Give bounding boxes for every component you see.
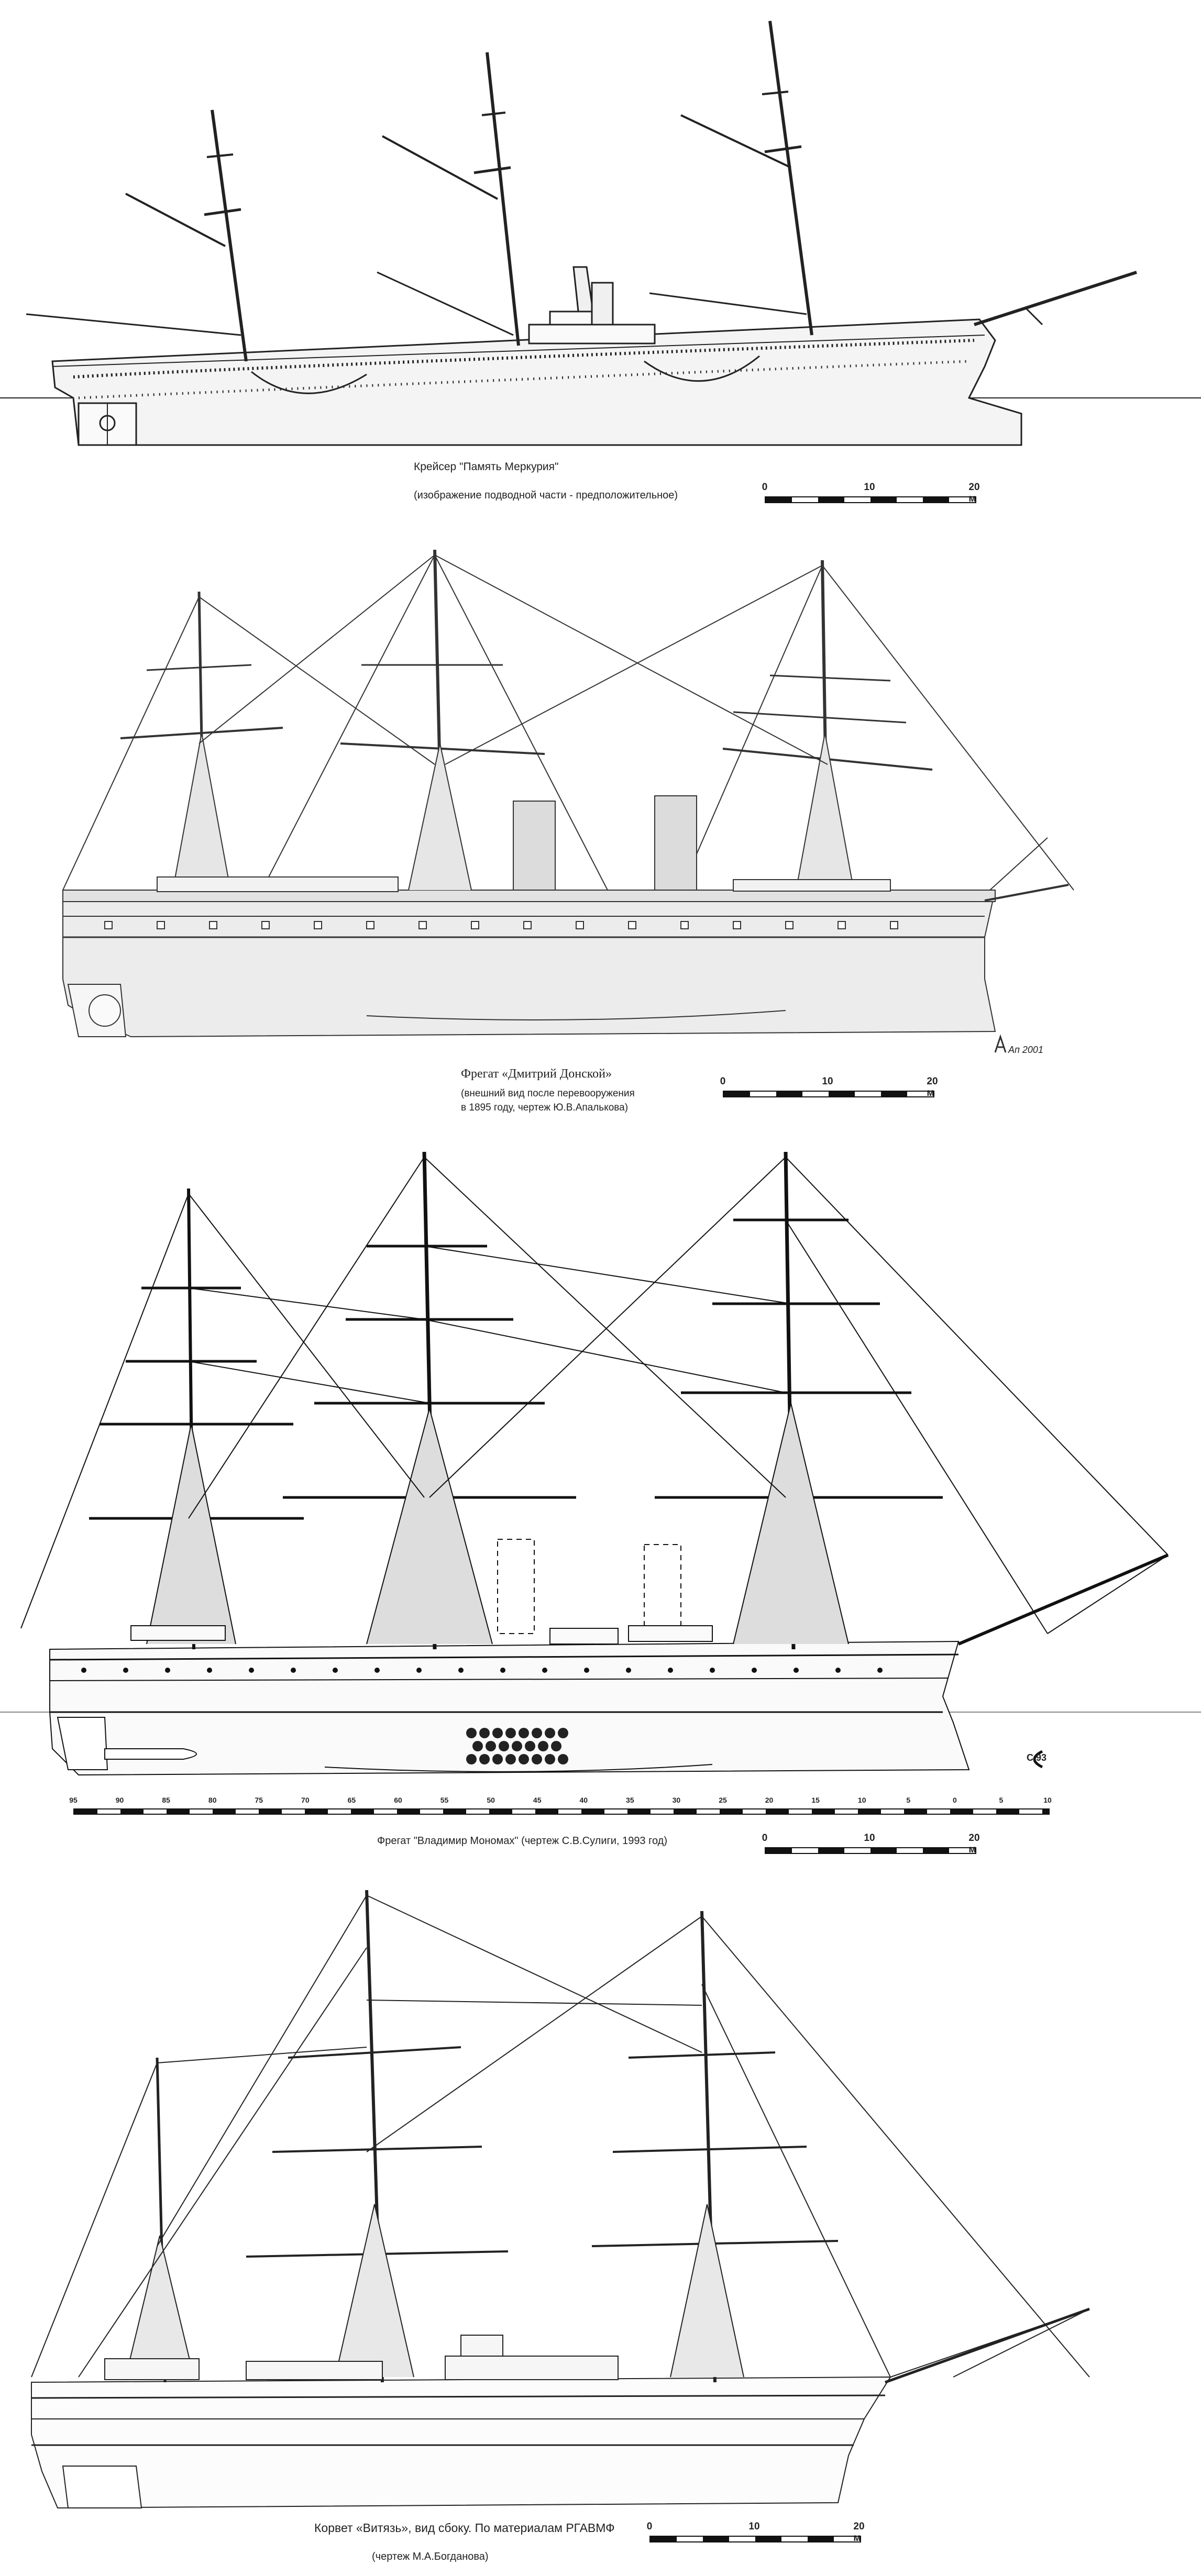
frame-ruler-tick: 55 — [440, 1796, 449, 1804]
plate-vityaz: Корвет «Витязь», вид сбоку. По материала… — [0, 1880, 1201, 2576]
frame-ruler-tick: 35 — [626, 1796, 634, 1804]
frame-ruler-tick: 90 — [115, 1796, 124, 1804]
frame-ruler-tick: 15 — [811, 1796, 820, 1804]
frame-ruler-tick: 5 — [906, 1796, 911, 1804]
frame-ruler-tick: 20 — [765, 1796, 774, 1804]
scale-label-0: 0 — [762, 1833, 768, 1844]
note-vityaz: (чертеж М.А.Богданова) — [372, 2551, 489, 2562]
scale-bar-pamyat-merkuriya: 0 10 20 м — [762, 482, 980, 508]
frame-ruler-tick: 95 — [69, 1796, 78, 1804]
ship-drawing-dmitriy-donskoy — [62, 549, 1074, 1053]
scale-label-0: 0 — [720, 1076, 726, 1087]
caption-vladimir-monomakh: Фрегат "Владимир Мономах" (чертеж С.В.Су… — [377, 1835, 667, 1847]
frame-ruler-tick: 50 — [487, 1796, 495, 1804]
frame-ruler-tick: 5 — [999, 1796, 1004, 1804]
scale-bar-segments — [723, 1091, 934, 1097]
frame-ruler-tick: 30 — [672, 1796, 681, 1804]
plate-dmitriy-donskoy: Ап 2001 Фрегат «Дмитрий Донской» (внешни… — [0, 524, 1201, 1131]
scale-bar-vladimir-monomakh: 0 10 20 м — [762, 1833, 980, 1859]
scale-label-20: 20 м — [968, 482, 980, 504]
scale-bar-segments — [765, 496, 976, 503]
scale-label-10: 10 — [864, 1833, 875, 1844]
note-pamyat-merkuriya: (изображение подводной части - предполож… — [414, 490, 678, 501]
frame-ruler-tick: 40 — [579, 1796, 588, 1804]
frame-ruler-tick: 75 — [255, 1796, 263, 1804]
caption-pamyat-merkuriya: Крейсер "Память Меркурия" — [414, 461, 559, 473]
signature-vladimir-monomakh: С 93 — [1027, 1752, 1047, 1763]
plate-pamyat-merkuriya: Крейсер "Память Меркурия" (изображение п… — [0, 0, 1201, 524]
scale-label-20: 20 м — [968, 1833, 980, 1855]
frame-ruler-tick: 70 — [301, 1796, 310, 1804]
frame-ruler-tick: 60 — [394, 1796, 402, 1804]
ship-drawing-vladimir-monomakh — [0, 1151, 1201, 1776]
scale-label-20: 20 м — [853, 2521, 865, 2544]
frame-ruler-tick: 10 — [1043, 1796, 1052, 1804]
scale-label-0: 0 — [762, 482, 768, 493]
frame-ruler-tick: 0 — [952, 1796, 957, 1804]
scale-label-10: 10 — [748, 2521, 760, 2532]
frame-ruler-bar — [73, 1808, 1050, 1815]
scale-label-0: 0 — [646, 2521, 653, 2532]
scale-label-20: 20 м — [927, 1076, 938, 1098]
signature-dmitriy-donskoy: Ап 2001 — [1008, 1045, 1043, 1055]
note-dmitriy-donskoy-2: в 1895 году, чертеж Ю.В.Апалькова) — [461, 1102, 629, 1113]
frame-ruler-tick: 85 — [162, 1796, 170, 1804]
scale-label-10: 10 — [822, 1076, 833, 1087]
scale-bar-segments — [649, 2536, 861, 2542]
frame-ruler-tick: 65 — [347, 1796, 356, 1804]
caption-dmitriy-donskoy: Фрегат «Дмитрий Донской» — [461, 1067, 612, 1081]
frame-ruler-tick: 25 — [719, 1796, 727, 1804]
scale-bar-dmitriy-donskoy: 0 10 20 м — [720, 1076, 938, 1102]
scale-bar-segments — [765, 1847, 976, 1854]
frame-ruler-tick: 10 — [857, 1796, 866, 1804]
scale-bar-vityaz: 0 10 20 м — [646, 2521, 865, 2547]
frame-ruler-tick: 45 — [533, 1796, 542, 1804]
note-dmitriy-donskoy-1: (внешний вид после перевооружения — [461, 1088, 635, 1099]
scale-label-10: 10 — [864, 482, 875, 493]
frame-ruler-tick: 80 — [208, 1796, 217, 1804]
ship-drawing-pamyat-merkuriya — [0, 20, 1201, 446]
caption-vityaz: Корвет «Витязь», вид сбоку. По материала… — [314, 2521, 615, 2535]
ship-drawing-vityaz — [31, 1890, 1090, 2509]
